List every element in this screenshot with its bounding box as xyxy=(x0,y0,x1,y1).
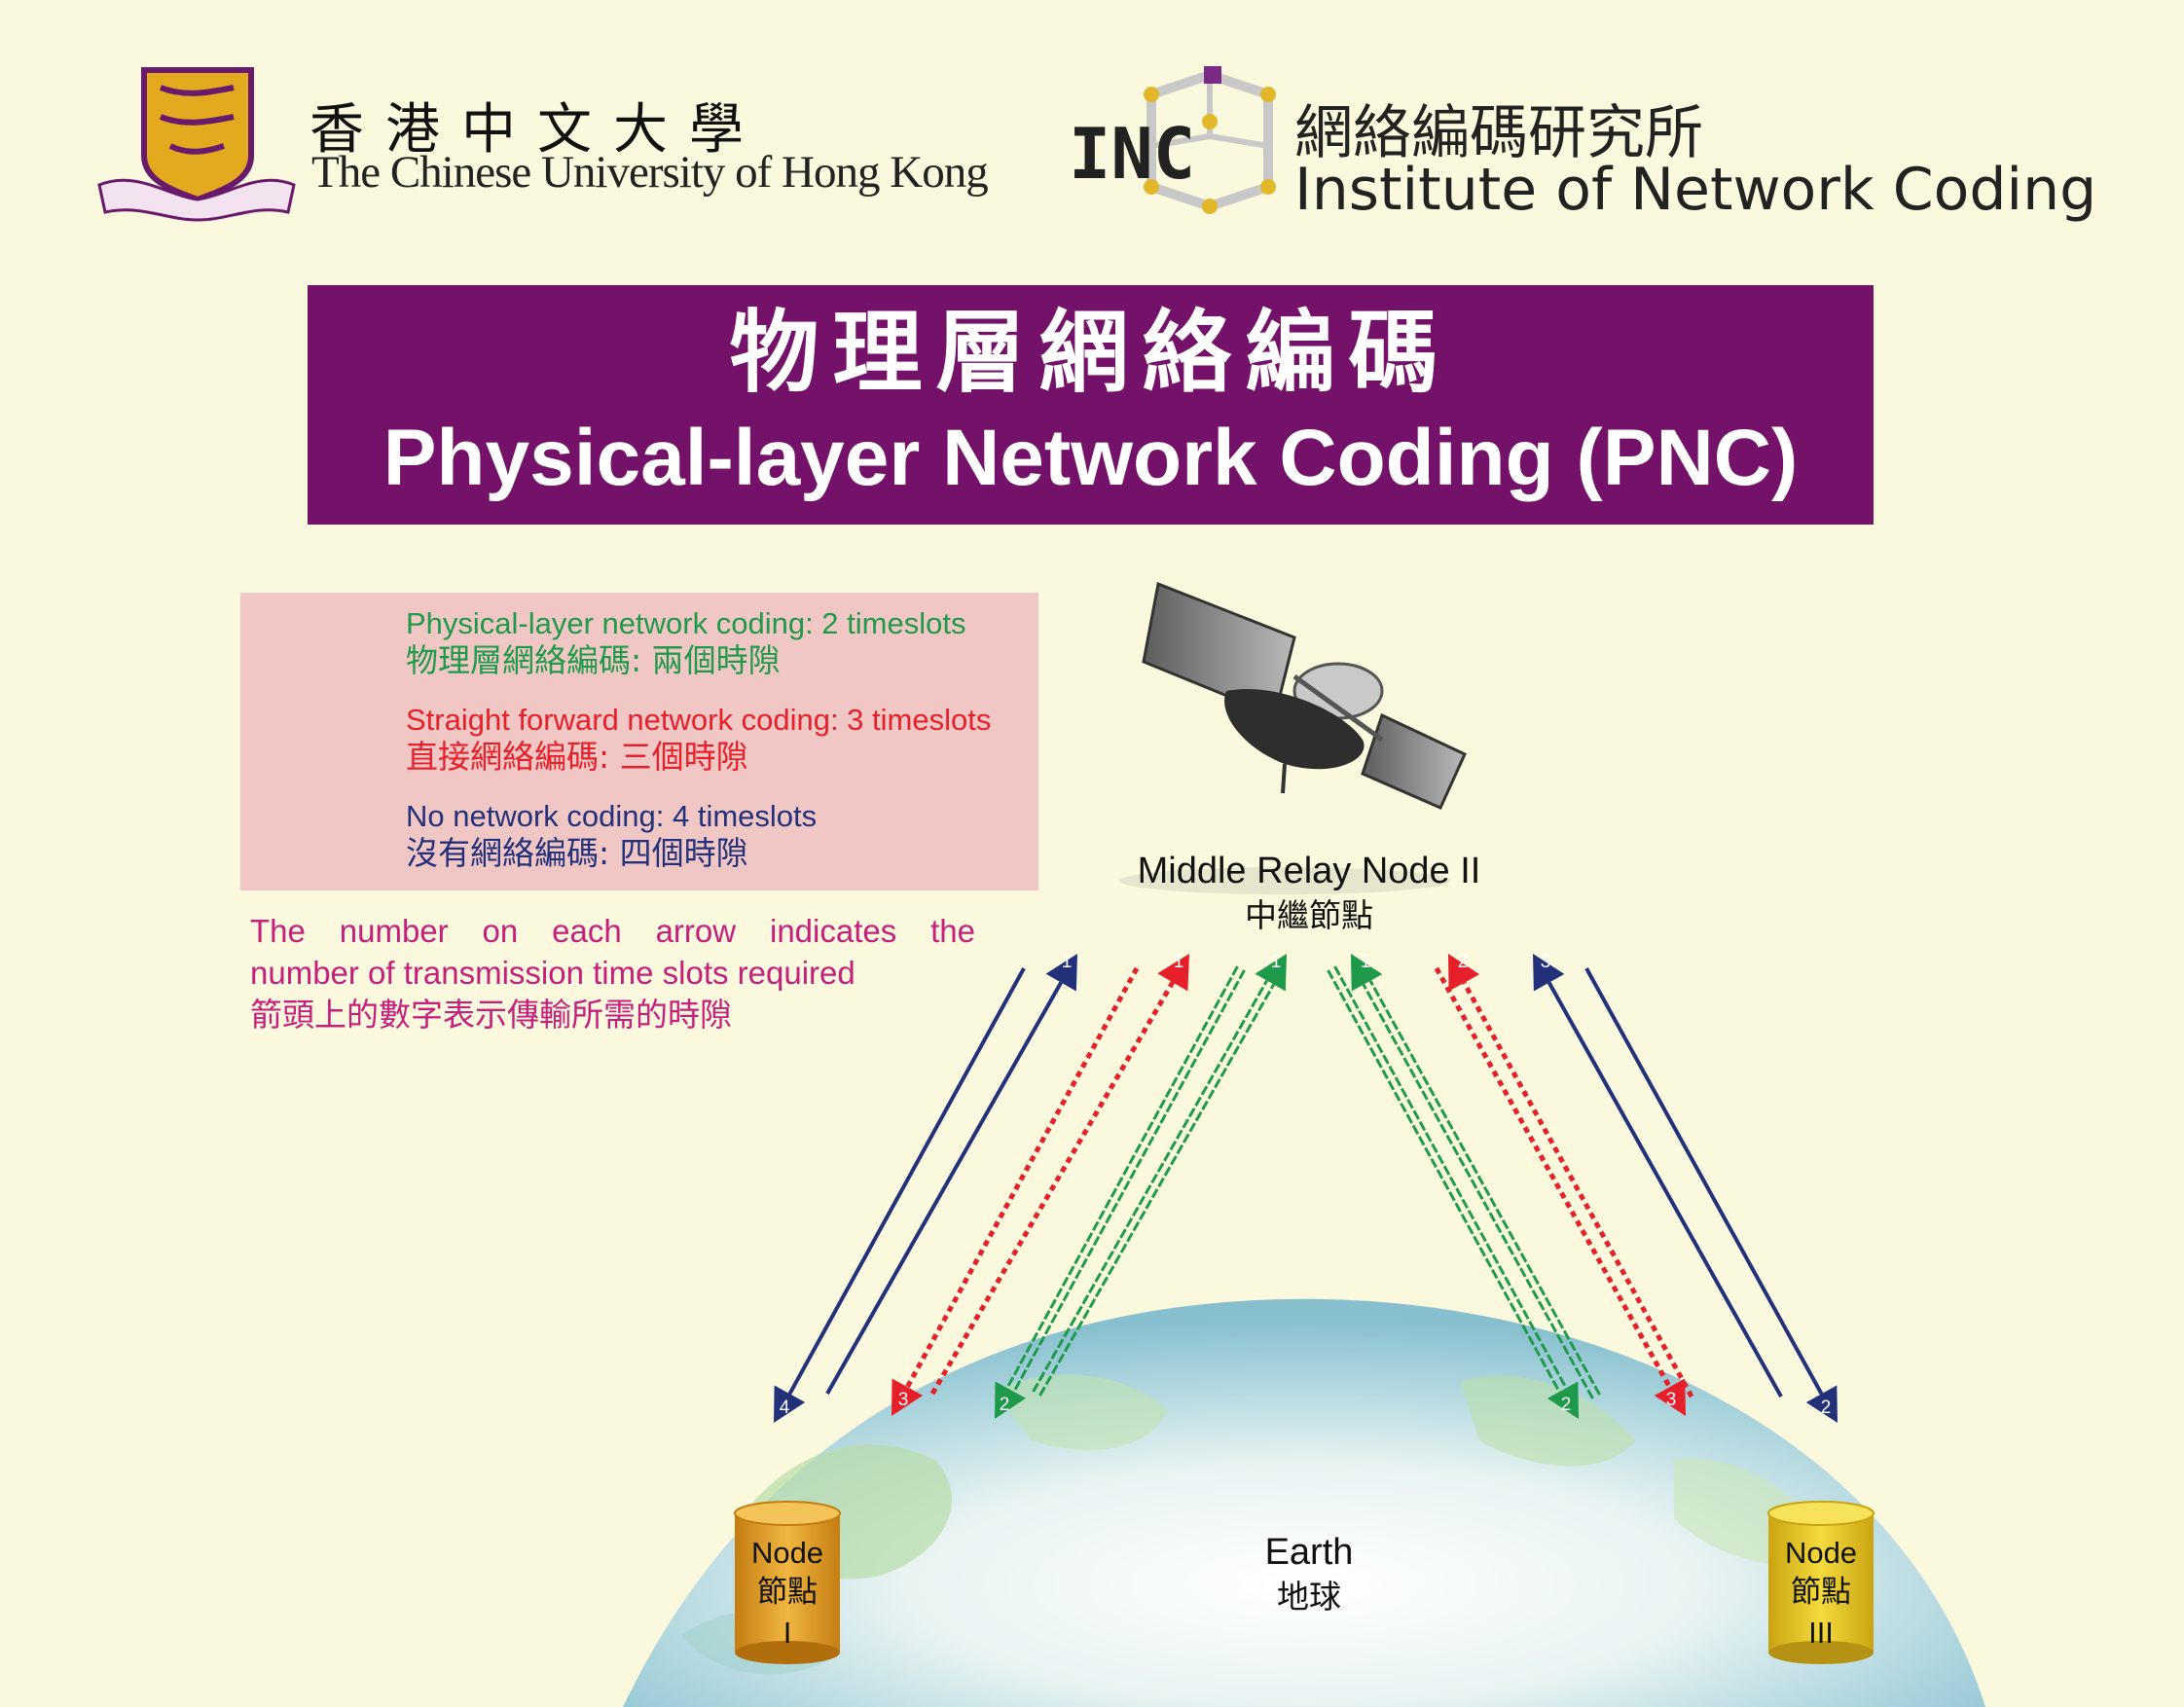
node-iii-id: III xyxy=(1808,1616,1834,1650)
node-i-word: Node xyxy=(750,1536,824,1570)
satellite-icon xyxy=(1119,581,1467,894)
arrow-blue-up-left xyxy=(825,954,1077,1395)
arrow-number-red-up-right: 2 xyxy=(1457,952,1469,972)
node-iii-label: Node 節點 III xyxy=(1763,1533,1879,1653)
arrow-blue-up-right xyxy=(1533,954,1783,1398)
cuhk-name-chinese: 香港中文大學 xyxy=(309,98,765,162)
earth-globe xyxy=(623,1298,1985,1707)
arrow-number-blue-down-right: 2 xyxy=(1820,1398,1832,1418)
relay-node-name: Middle Relay Node II xyxy=(1137,851,1481,891)
note-line-2: number of transmission time slots requir… xyxy=(250,955,855,991)
note-line-1: The number on each arrow indicates the xyxy=(250,913,975,949)
title-chinese: 物理層網絡編碼 xyxy=(729,301,1452,405)
relay-node-label: Middle Relay Node II 中繼節點 xyxy=(1071,849,1547,938)
legend-pnc-en: Physical-layer network coding: 2 timeslo… xyxy=(406,606,966,640)
arrow-number-red-down-right: 3 xyxy=(1665,1390,1677,1410)
arrow-red-down-left xyxy=(892,966,1140,1416)
earth-label: Earth 地球 xyxy=(1202,1530,1416,1619)
legend-nonc-zh: 沒有網絡編碼: 四個時隙 xyxy=(406,834,748,872)
earth-name-zh: 地球 xyxy=(1277,1578,1341,1616)
legend-item-snc: Straight forward network coding: 3 times… xyxy=(406,702,991,776)
arrow-red-up-left xyxy=(929,954,1189,1396)
node-iii-word: Node xyxy=(1784,1536,1858,1570)
node-i-id: I xyxy=(783,1616,792,1650)
earth-name: Earth xyxy=(1264,1532,1354,1573)
legend-item-nonc: No network coding: 4 timeslots 沒有網絡編碼: 四… xyxy=(406,798,817,872)
legend-snc-en: Straight forward network coding: 3 times… xyxy=(406,703,992,737)
arrow-red-up-right xyxy=(1448,954,1694,1398)
arrow-red-down-right xyxy=(1434,966,1686,1416)
node-iii-word-zh: 節點 xyxy=(1791,1575,1851,1610)
legend-pnc-zh: 物理層網絡編碼: 兩個時隙 xyxy=(406,641,781,679)
arrow-green-up-left xyxy=(1032,954,1287,1397)
inc-logo: INC xyxy=(1069,66,1276,214)
node-i-label: Node 節點 I xyxy=(729,1533,846,1653)
arrow-number-blue-down-left: 4 xyxy=(779,1398,790,1418)
arrow-number-green-down-right: 2 xyxy=(1560,1395,1572,1415)
title-english: Physical-layer Network Coding (PNC) xyxy=(382,414,1799,502)
legend-item-pnc: Physical-layer network coding: 2 timeslo… xyxy=(406,605,965,679)
arrow-number-blue-up-right: 3 xyxy=(1540,952,1551,972)
relay-node-name-zh: 中繼節點 xyxy=(1245,896,1373,934)
arrow-number-red-up-left: 1 xyxy=(1173,952,1184,972)
arrow-number-green-up-right: 1 xyxy=(1360,952,1371,972)
legend-box xyxy=(240,593,1038,890)
cuhk-name-english: The Chinese University of Hong Kong xyxy=(311,147,989,198)
legend-nonc-en: No network coding: 4 timeslots xyxy=(406,799,818,833)
inc-name-chinese: 網絡編碼研究所 xyxy=(1294,99,1703,167)
node-iii-cylinder xyxy=(1767,1501,1875,1664)
legend-snc-zh: 直接網絡編碼: 三個時隙 xyxy=(406,738,748,776)
svg-text:INC: INC xyxy=(1069,113,1195,195)
arrow-number-blue-up-left: 1 xyxy=(1061,952,1073,972)
arrow-blue-down-left xyxy=(774,967,1026,1423)
arrow-number-note: The number on each arrow indicates the n… xyxy=(250,910,975,1035)
arrow-green-up-right xyxy=(1351,954,1601,1399)
arrow-number-red-down-left: 3 xyxy=(897,1390,909,1410)
arrow-number-green-up-left: 1 xyxy=(1270,952,1282,972)
node-i-cylinder xyxy=(734,1501,841,1664)
inc-name-english: Institute of Network Coding xyxy=(1294,156,2097,224)
note-line-zh: 箭頭上的數字表示傳輸所需的時隙 xyxy=(250,996,732,1034)
transmission-arrows xyxy=(774,954,1838,1423)
cuhk-crest-logo xyxy=(97,67,296,222)
arrow-blue-down-right xyxy=(1584,967,1838,1423)
arrow-green-down-right xyxy=(1327,965,1579,1419)
title-banner: 物理層網絡編碼 Physical-layer Network Coding (P… xyxy=(308,285,1874,525)
arrow-green-down-left xyxy=(995,965,1246,1419)
node-i-word-zh: 節點 xyxy=(757,1575,818,1610)
arrow-number-green-down-left: 2 xyxy=(999,1395,1010,1415)
